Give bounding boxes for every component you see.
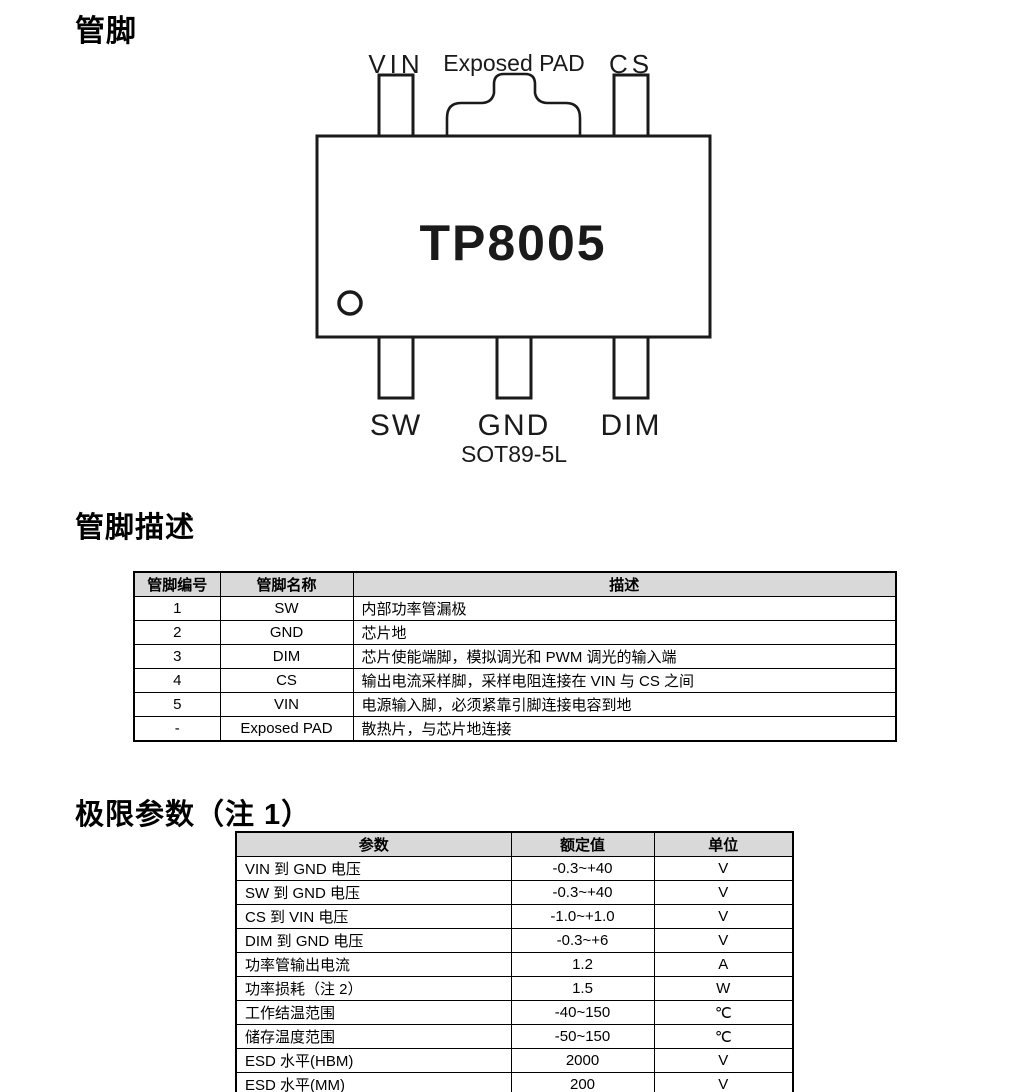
pin-number: 5 (133, 692, 221, 717)
pin-name: GND (219, 620, 354, 645)
section-title-pins: 管脚 (75, 15, 137, 48)
pin1-indicator (337, 290, 363, 316)
limit-rating: 1.2 (510, 952, 655, 977)
table-row: SW 到 GND 电压 -0.3~+40 V (235, 880, 794, 905)
table-row: CS 到 VIN 电压 -1.0~+1.0 V (235, 904, 794, 929)
pin-label-gnd: GND (478, 409, 551, 442)
limit-rating: -40~150 (510, 1000, 655, 1025)
package-diagram: VIN Exposed PAD CS TP8005 SW GND DIM SOT… (315, 49, 712, 467)
table-row: DIM 到 GND 电压 -0.3~+6 V (235, 928, 794, 953)
pin-label-sw: SW (370, 409, 422, 442)
pin-sw (377, 335, 415, 400)
pin-number: 3 (133, 644, 221, 669)
limit-rating: -0.3~+40 (510, 880, 655, 905)
table-row: ESD 水平(HBM) 2000 V (235, 1048, 794, 1073)
pin-table-header-number: 管脚编号 (133, 571, 221, 597)
limit-rating: 200 (510, 1072, 655, 1092)
limit-rating: -0.3~+40 (510, 856, 655, 881)
limit-unit: ℃ (653, 1024, 794, 1049)
table-row: 储存温度范围 -50~150 ℃ (235, 1024, 794, 1049)
pin-name: SW (219, 596, 354, 621)
limits-table-header-row: 参数 额定值 单位 (235, 831, 794, 857)
limit-unit: V (653, 880, 794, 905)
table-row: 功率损耗（注 2） 1.5 W (235, 976, 794, 1001)
table-row: 工作结温范围 -40~150 ℃ (235, 1000, 794, 1025)
table-row: 4 CS 输出电流采样脚，采样电阻连接在 VIN 与 CS 之间 (133, 668, 897, 693)
pin-dim (612, 335, 650, 400)
pin-table-header-row: 管脚编号 管脚名称 描述 (133, 571, 897, 597)
table-row: VIN 到 GND 电压 -0.3~+40 V (235, 856, 794, 881)
limit-parameter: SW 到 GND 电压 (235, 880, 512, 905)
pin-number: - (133, 716, 221, 742)
chip-name: TP8005 (419, 215, 606, 271)
pin-name: CS (219, 668, 354, 693)
pin-desc: 输出电流采样脚，采样电阻连接在 VIN 与 CS 之间 (352, 668, 897, 693)
limit-rating: -50~150 (510, 1024, 655, 1049)
table-row: 1 SW 内部功率管漏极 (133, 596, 897, 621)
table-row: 5 VIN 电源输入脚，必须紧靠引脚连接电容到地 (133, 692, 897, 717)
limit-unit: V (653, 1072, 794, 1092)
limit-parameter: ESD 水平(MM) (235, 1072, 512, 1092)
limit-unit: V (653, 904, 794, 929)
limit-parameter: VIN 到 GND 电压 (235, 856, 512, 881)
pin-number: 4 (133, 668, 221, 693)
pin-desc: 内部功率管漏极 (352, 596, 897, 621)
section-title-absolute-maximum-ratings: 极限参数（注 1） (75, 799, 312, 831)
limit-parameter: 储存温度范围 (235, 1024, 512, 1049)
limits-header-rating: 额定值 (510, 831, 655, 857)
limits-header-unit: 单位 (653, 831, 794, 857)
pin-table-header-desc: 描述 (352, 571, 897, 597)
limit-unit: V (653, 928, 794, 953)
pin-desc: 散热片，与芯片地连接 (352, 716, 897, 742)
table-row: 功率管输出电流 1.2 A (235, 952, 794, 977)
limit-unit: V (653, 1048, 794, 1073)
pin-label-dim: DIM (601, 409, 662, 442)
limit-rating: -1.0~+1.0 (510, 904, 655, 929)
limit-rating: 1.5 (510, 976, 655, 1001)
pin-name: VIN (219, 692, 354, 717)
table-row: 3 DIM 芯片使能端脚，模拟调光和 PWM 调光的输入端 (133, 644, 897, 669)
limit-unit: V (653, 856, 794, 881)
pin-number: 1 (133, 596, 221, 621)
limit-parameter: 功率损耗（注 2） (235, 976, 512, 1001)
limit-rating: -0.3~+6 (510, 928, 655, 953)
limit-unit: A (653, 952, 794, 977)
limit-unit: ℃ (653, 1000, 794, 1025)
limits-header-parameter: 参数 (235, 831, 512, 857)
exposed-pad-shape (445, 72, 582, 136)
table-row: 2 GND 芯片地 (133, 620, 897, 645)
limit-rating: 2000 (510, 1048, 655, 1073)
limit-parameter: ESD 水平(HBM) (235, 1048, 512, 1073)
pin-vin (377, 73, 415, 138)
pin-label-exposed-pad: Exposed PAD (443, 50, 584, 76)
pin-name: DIM (219, 644, 354, 669)
limit-parameter: CS 到 VIN 电压 (235, 904, 512, 929)
pin-desc: 芯片地 (352, 620, 897, 645)
limit-unit: W (653, 976, 794, 1001)
pin-description-table: 管脚编号 管脚名称 描述 1 SW 内部功率管漏极 2 GND 芯片地 3 DI… (133, 571, 897, 742)
pin-gnd (495, 335, 533, 400)
table-row: ESD 水平(MM) 200 V (235, 1072, 794, 1092)
pin-cs (612, 73, 650, 138)
limit-parameter: 功率管输出电流 (235, 952, 512, 977)
limit-parameter: DIM 到 GND 电压 (235, 928, 512, 953)
pin-desc: 电源输入脚，必须紧靠引脚连接电容到地 (352, 692, 897, 717)
section-title-pin-description: 管脚描述 (75, 512, 196, 544)
table-row: - Exposed PAD 散热片，与芯片地连接 (133, 716, 897, 742)
pin-name: Exposed PAD (219, 716, 354, 742)
absolute-maximum-ratings-table: 参数 额定值 单位 VIN 到 GND 电压 -0.3~+40 V SW 到 G… (235, 831, 794, 1092)
limit-parameter: 工作结温范围 (235, 1000, 512, 1025)
package-name: SOT89-5L (461, 441, 567, 467)
pin-desc: 芯片使能端脚，模拟调光和 PWM 调光的输入端 (352, 644, 897, 669)
pin-number: 2 (133, 620, 221, 645)
pin-table-header-name: 管脚名称 (219, 571, 354, 597)
